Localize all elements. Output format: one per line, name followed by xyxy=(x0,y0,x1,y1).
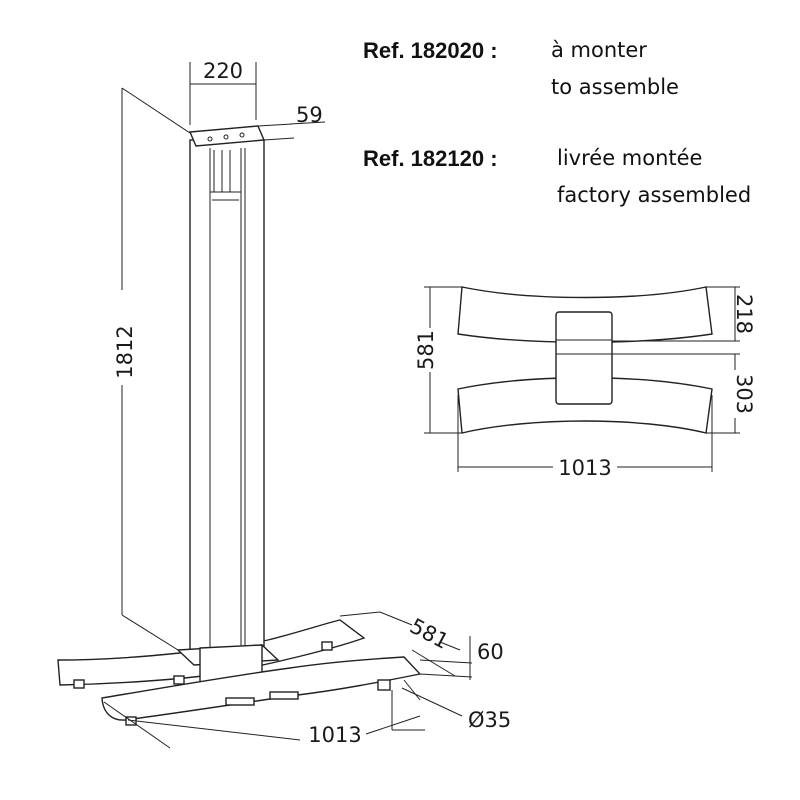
stand-isometric xyxy=(57,125,422,726)
ref-1-en: to assemble xyxy=(551,75,679,99)
dim-wheel-diameter: Ø35 xyxy=(468,708,511,732)
dim-top-foot-depth: 218 xyxy=(732,294,756,334)
dim-base-width: 1013 xyxy=(308,723,361,747)
top-view-column xyxy=(555,311,613,405)
dim-top-width: 1013 xyxy=(558,456,611,480)
top-view-front-foot xyxy=(457,377,713,434)
top-view: 581 218 303 1013 xyxy=(414,286,756,480)
ref-1-fr: à monter xyxy=(551,38,647,62)
ref-2-en: factory assembled xyxy=(557,183,751,207)
dim-base-height: 60 xyxy=(477,640,504,664)
stand-dimensions: 220 59 1812 581 60 1013 Ø35 xyxy=(103,59,511,749)
column xyxy=(176,125,280,693)
ref-2-code: Ref. 182120 : xyxy=(363,146,498,171)
dim-top-depth: 581 xyxy=(414,330,438,370)
dim-top-spacing: 303 xyxy=(732,374,756,414)
reference-block: Ref. 182020 : à monter to assemble Ref. … xyxy=(363,38,751,207)
dim-base-depth: 581 xyxy=(406,614,453,654)
ref-1-code: Ref. 182020 : xyxy=(363,38,498,63)
dim-column-width: 220 xyxy=(203,59,243,83)
dim-height: 1812 xyxy=(113,325,137,378)
ref-2-fr: livrée montée xyxy=(557,146,702,170)
dim-column-depth: 59 xyxy=(296,103,323,127)
